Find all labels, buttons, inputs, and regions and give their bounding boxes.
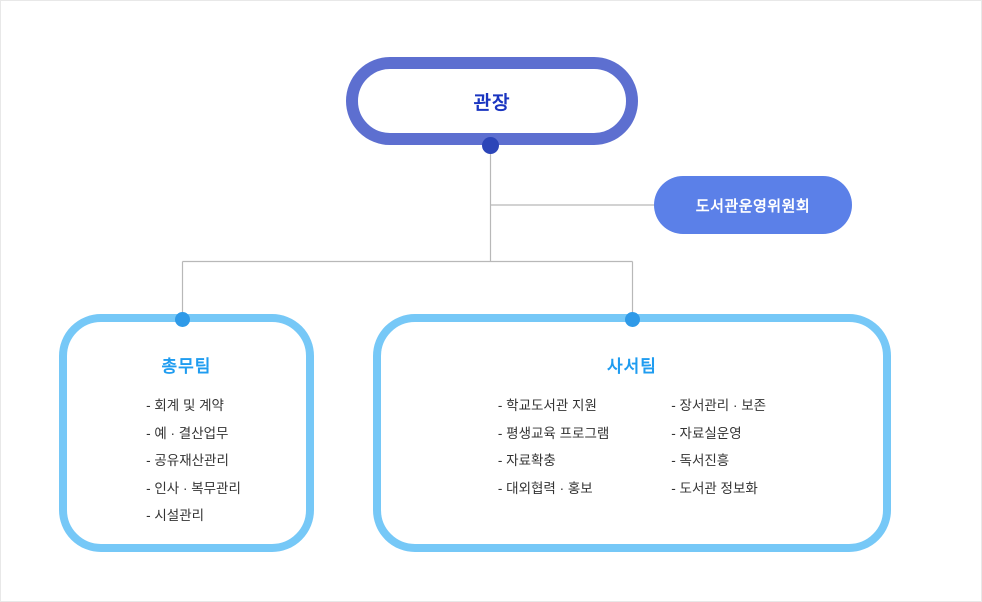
- team-column: 회계 및 계약 예 · 결산업무 공유재산관리 인사 · 복무관리 시설관리: [146, 399, 241, 537]
- list-item: 대외협력 · 홍보: [498, 481, 609, 496]
- team-column: 학교도서관 지원 평생교육 프로그램 자료확충 대외협력 · 홍보: [498, 399, 609, 509]
- list-item: 학교도서관 지원: [498, 399, 609, 413]
- team-title-general-affairs: 총무팀: [161, 357, 212, 376]
- node-librarian-team[interactable]: 사서팀 학교도서관 지원 평생교육 프로그램 자료확충 대외협력 · 홍보 장서…: [373, 314, 891, 552]
- junction-dot-general-affairs-team: [175, 312, 190, 327]
- team-title-librarian: 사서팀: [607, 357, 657, 376]
- list-item: 장서관리 · 보존: [671, 399, 767, 413]
- node-library-operating-committee[interactable]: 도서관운영위원회: [654, 176, 852, 234]
- list-item: 공유재산관리: [146, 454, 241, 468]
- node-general-affairs-team[interactable]: 총무팀 회계 및 계약 예 · 결산업무 공유재산관리 인사 · 복무관리 시설…: [59, 314, 314, 552]
- list-item: 시설관리: [146, 509, 241, 523]
- team-column: 장서관리 · 보존 자료실운영 독서진흥 도서관 정보화: [671, 399, 767, 509]
- list-item: 평생교육 프로그램: [498, 426, 609, 441]
- list-item: 회계 및 계약: [146, 399, 241, 413]
- list-item: 독서진흥: [671, 454, 766, 468]
- list-item: 자료확충: [498, 454, 609, 468]
- list-item: 도서관 정보화: [671, 481, 766, 496]
- node-director[interactable]: 관장: [346, 57, 638, 145]
- junction-dot-librarian-team: [625, 312, 640, 327]
- junction-dot-director: [482, 137, 499, 154]
- list-item: 인사 · 복무관리: [146, 481, 241, 496]
- list-item: 자료실운영: [671, 426, 766, 441]
- team-body-librarian: 학교도서관 지원 평생교육 프로그램 자료확충 대외협력 · 홍보 장서관리 ·…: [381, 399, 883, 509]
- team-body-general-affairs: 회계 및 계약 예 · 결산업무 공유재산관리 인사 · 복무관리 시설관리: [67, 399, 306, 537]
- list-item: 예 · 결산업무: [146, 426, 241, 441]
- node-director-label: 관장: [473, 92, 511, 114]
- node-committee-label: 도서관운영위원회: [695, 197, 811, 215]
